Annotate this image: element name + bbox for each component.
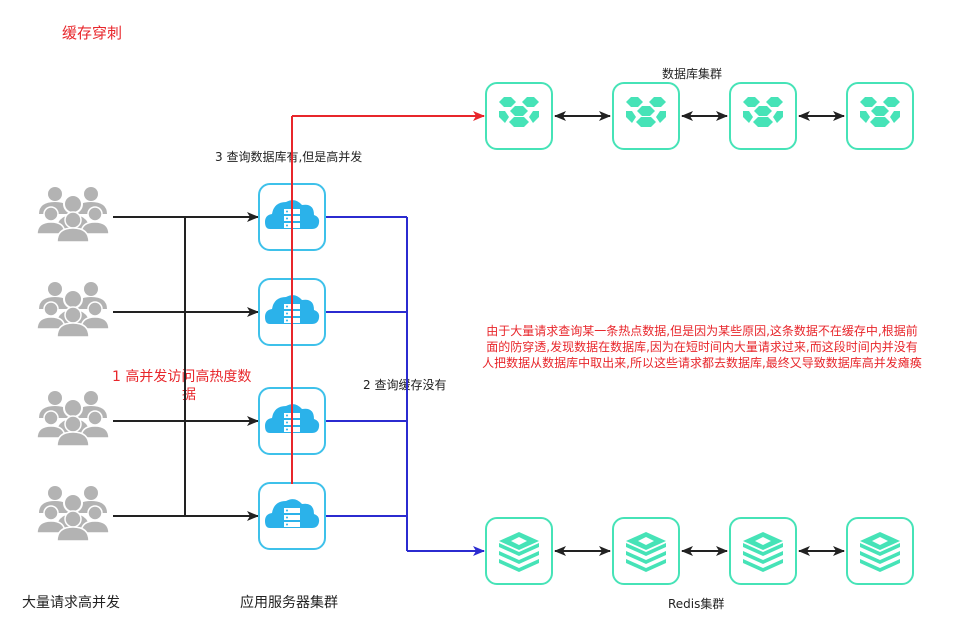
app-cluster-label: 应用服务器集群 [240, 595, 338, 611]
redis-node-icon [729, 517, 797, 585]
database-node-icon [729, 82, 797, 150]
redis-node-icon [612, 517, 680, 585]
db-cluster-label: 数据库集群 [662, 67, 723, 81]
description-text: 由于大量请求查询某一条热点数据,但是因为某些原因,这条数据不在缓存中,根据前面的… [482, 324, 922, 370]
server-to-redis-arrows [326, 216, 485, 556]
users-label: 大量请求高并发 [22, 595, 120, 611]
database-node-icon [485, 82, 553, 150]
user-group-icon [36, 390, 110, 447]
redis-cluster-label: Redis集群 [668, 597, 725, 611]
redis-node-icon [846, 517, 914, 585]
cloud-server-icon [258, 482, 326, 550]
user-to-server-arrows [113, 212, 259, 521]
step1-label: 1 高并发访问高热度数 [112, 369, 252, 385]
diagram-title: 缓存穿刺 [62, 24, 123, 42]
user-group-icon [36, 186, 110, 243]
redis-node-icon [485, 517, 553, 585]
database-node-icon [846, 82, 914, 150]
user-group-icon [36, 485, 110, 542]
server-to-db-arrow [291, 111, 485, 484]
user-group-icon [36, 281, 110, 338]
step2-label: 2 查询缓存没有 [363, 378, 447, 392]
step3-label: 3 查询数据库有,但是高并发 [215, 150, 363, 164]
database-node-icon [612, 82, 680, 150]
